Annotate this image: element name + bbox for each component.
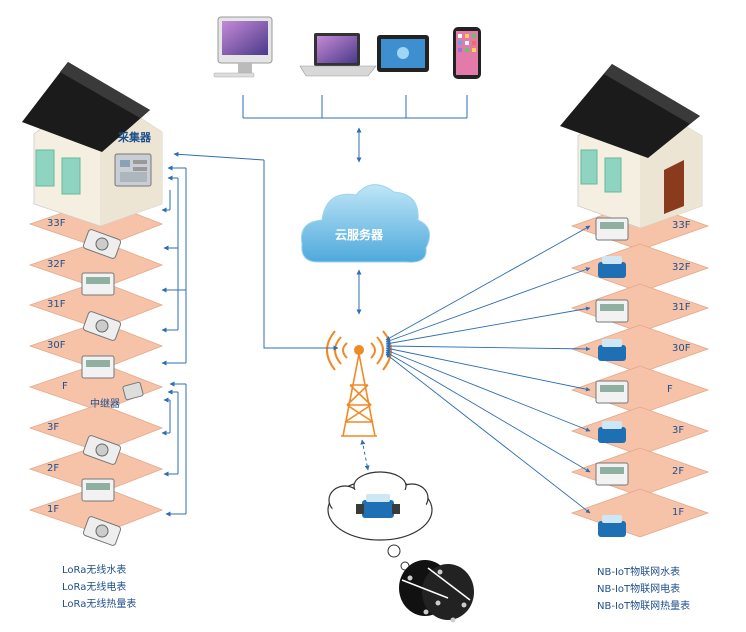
tower-nb-link (360, 439, 370, 471)
left-floor-label: F (62, 381, 68, 392)
right-floor-label: 2F (672, 466, 685, 477)
left-floor-label: 3F (47, 422, 60, 433)
legend-item: NB-IoT物联网热量表 (597, 601, 691, 612)
electric-meter-icon (595, 462, 629, 486)
water-meter-icon (598, 339, 626, 361)
electric-meter-icon (595, 217, 629, 241)
legend-right: NB-IoT物联网水表 NB-IoT物联网电表 NB-IoT物联网热量表 (597, 564, 690, 615)
right-floor-label: 31F (672, 302, 691, 313)
cloud-icon (300, 184, 431, 263)
tablet-icon (377, 35, 429, 72)
nb-meter-bubble (327, 471, 433, 571)
right-window (580, 149, 598, 185)
right-floor-label: F (667, 384, 673, 395)
heat-meter-icon (82, 516, 122, 546)
imac-icon (213, 16, 273, 78)
water-meter-icon (598, 421, 626, 443)
electric-meter-icon (81, 272, 115, 296)
left-floor-label: 30F (47, 340, 66, 351)
left-meters (81, 229, 144, 546)
laptop-icon (299, 33, 377, 77)
tower-right-links (385, 225, 591, 514)
left-roof (22, 62, 150, 152)
right-roof (560, 64, 700, 158)
cloud-label: 云服务器 (335, 228, 384, 242)
repeater-icon (122, 381, 144, 401)
water-meter-icon (598, 256, 626, 278)
device-bus (242, 95, 468, 163)
left-wiring (161, 165, 187, 517)
legend-item: NB-IoT物联网电表 (597, 584, 681, 595)
right-building (560, 64, 710, 538)
right-floor-label: 33F (672, 220, 691, 231)
legend-item: LoRa无线电表 (62, 582, 127, 593)
collector-label: 采集器 (118, 131, 151, 144)
legend-item: NB-IoT物联网水表 (597, 567, 681, 578)
right-floors (570, 201, 710, 538)
collector-tower-link (263, 160, 339, 351)
electric-meter-icon (81, 355, 115, 379)
heat-meter-icon (82, 435, 122, 465)
left-floor-label: 31F (47, 299, 66, 310)
right-floor-label: 30F (672, 343, 691, 354)
right-floor-label: 1F (672, 507, 685, 518)
left-floor-label: 2F (47, 463, 60, 474)
electric-meter-icon (595, 299, 629, 323)
legend-item: LoRa无线热量表 (62, 599, 137, 610)
heat-meter-icon (399, 560, 474, 623)
repeater-label: 中继器 (90, 399, 120, 410)
right-floor-label: 32F (672, 262, 691, 273)
left-building (22, 62, 339, 546)
left-floor-label: 33F (47, 218, 66, 229)
left-window (35, 149, 55, 187)
legend-item: LoRa无线水表 (62, 565, 127, 576)
collector-icon (114, 153, 152, 187)
right-floor-label: 3F (672, 425, 685, 436)
smartphone-icon (453, 27, 481, 79)
legend-left: LoRa无线水表 LoRa无线电表 LoRa无线热量表 (62, 562, 136, 613)
left-floor-label: 1F (47, 504, 60, 515)
right-door (664, 160, 684, 214)
heat-meter-icon (82, 229, 122, 259)
water-meter-icon (598, 515, 626, 537)
electric-meter-icon (595, 380, 629, 404)
left-floor-label: 32F (47, 259, 66, 270)
heat-meter-icon (82, 311, 122, 341)
right-meters (595, 217, 629, 537)
electric-meter-icon (81, 478, 115, 502)
cell-tower-icon (326, 330, 392, 437)
